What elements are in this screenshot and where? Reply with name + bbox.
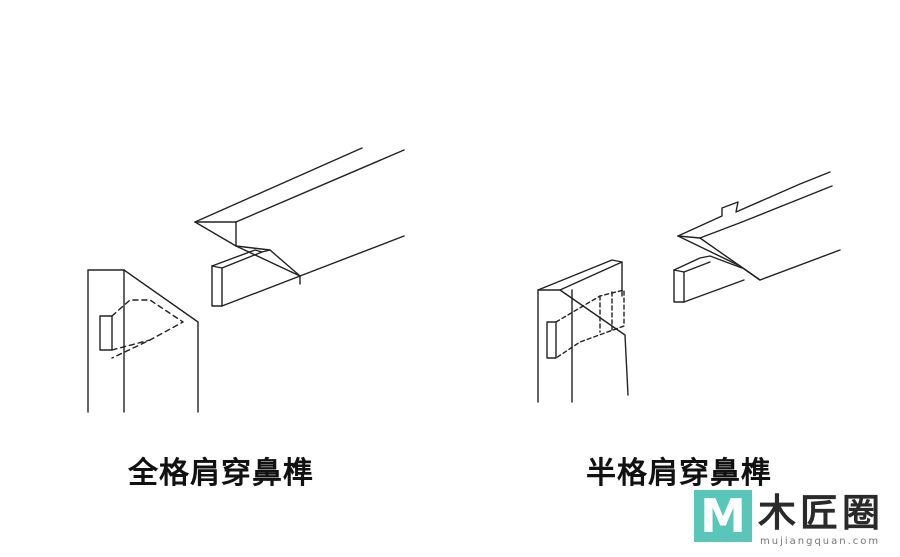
right-beam	[673, 171, 841, 303]
logo-url: mujiangquan.com	[760, 536, 881, 547]
logo-name: 木匠圈	[758, 491, 885, 535]
right-post	[537, 259, 629, 403]
logo-m-icon: M	[694, 490, 752, 542]
left-beam	[194, 147, 405, 307]
caption-half-miter: 半格肩穿鼻榫	[586, 456, 772, 491]
caption-full-miter: 全格肩穿鼻榫	[128, 456, 314, 491]
watermark-logo: M 木匠圈 mujiangquan.com	[694, 490, 894, 552]
left-post	[87, 269, 199, 413]
